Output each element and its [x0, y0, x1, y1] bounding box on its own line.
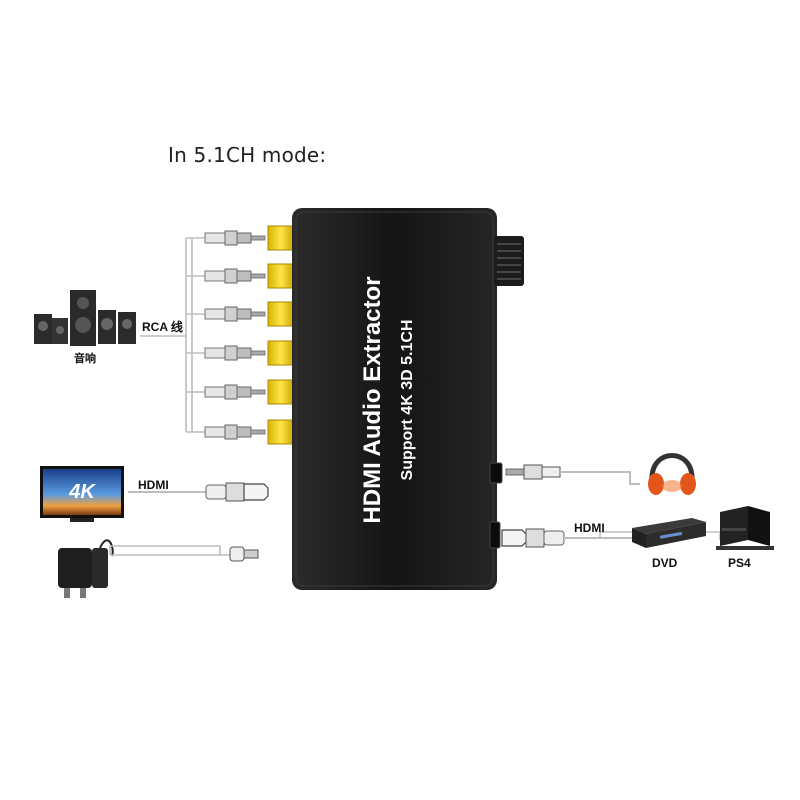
hdmi-output-label: HDMI — [574, 521, 605, 535]
power-cable — [109, 545, 259, 562]
speakers-label: 音响 — [74, 353, 96, 365]
rca-plug — [204, 230, 266, 246]
speaker-system-icon — [34, 290, 136, 346]
rca-plug — [204, 384, 266, 400]
rca-plugs — [204, 230, 266, 440]
mode-heading: In 5.1CH mode: — [168, 143, 327, 167]
ps4-label: PS4 — [728, 556, 751, 570]
power-adapter-icon — [58, 539, 114, 598]
audio-3-5mm-cable — [505, 464, 640, 485]
tv-4k-icon: 4K — [40, 466, 124, 522]
rca-plug — [204, 306, 266, 322]
rca-jacks — [267, 225, 295, 445]
tv-4k-badge: 4K — [68, 481, 96, 503]
hdmi-input-cable — [128, 482, 269, 502]
audio-extractor-device: HDMI Audio Extractor Support 4K 3D 5.1CH — [292, 208, 524, 590]
dvd-player-icon — [632, 518, 706, 548]
ps4-console-icon — [716, 506, 774, 550]
device-title: HDMI Audio Extractor — [359, 276, 386, 523]
rca-plug — [204, 345, 266, 361]
dvd-label: DVD — [652, 556, 678, 570]
headphones-icon — [648, 453, 696, 495]
rca-plug — [204, 268, 266, 284]
hdmi-input-label: HDMI — [138, 478, 169, 492]
rca-label: RCA 线 — [142, 320, 183, 334]
rca-plug — [204, 424, 266, 440]
device-subtitle: Support 4K 3D 5.1CH — [399, 320, 416, 481]
volume-knob-icon — [494, 236, 524, 286]
rca-cable-bundle — [140, 237, 210, 433]
